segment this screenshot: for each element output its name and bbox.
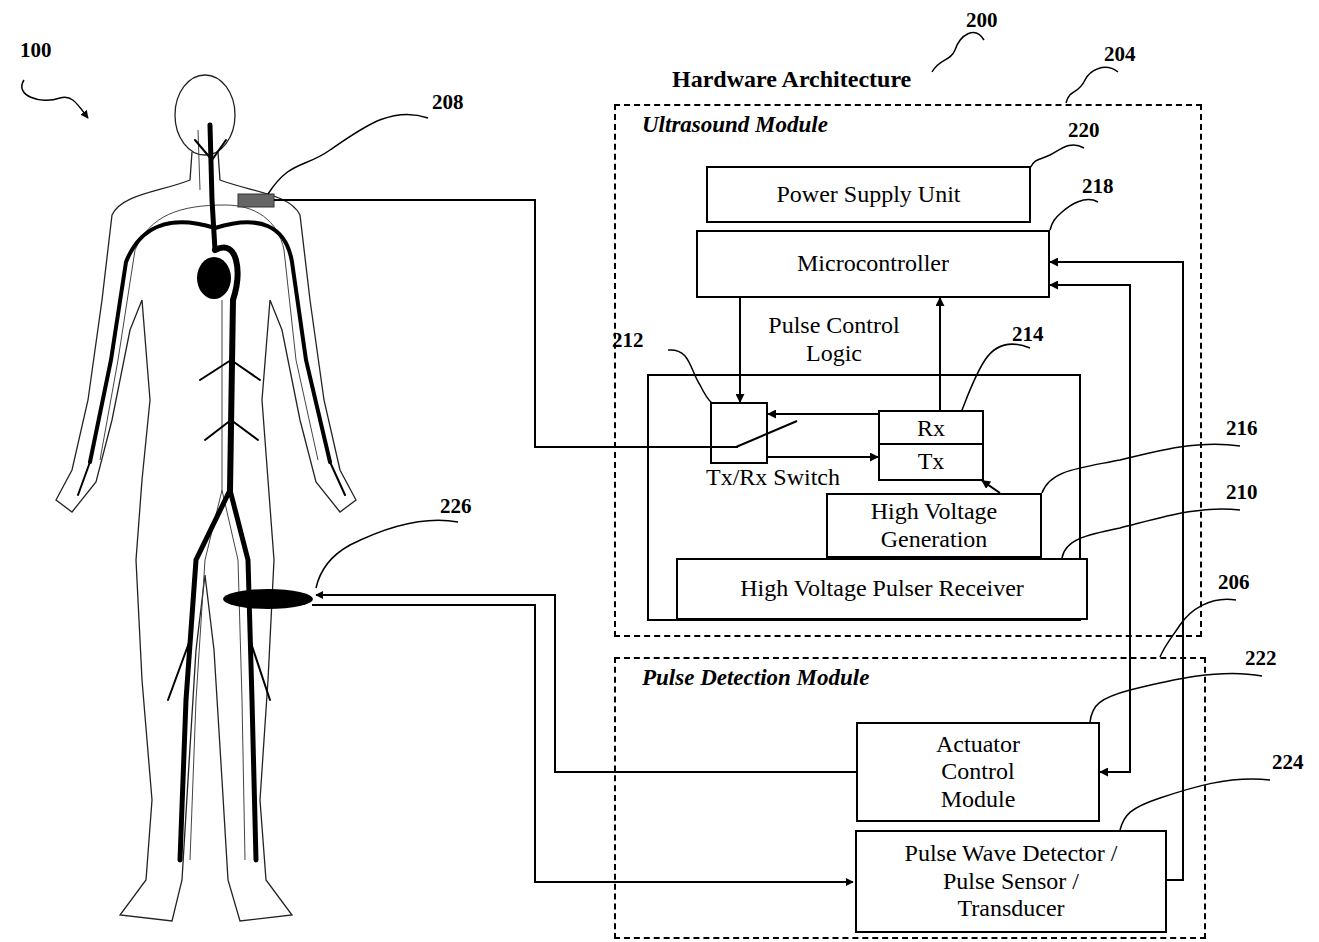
node-text: Actuator Control Module	[902, 731, 1054, 814]
leader-line	[1090, 673, 1262, 722]
node-text: High Voltage Generation	[848, 498, 1020, 553]
process-box: Pulse Wave Detector / Pulse Sensor / Tra…	[855, 830, 1167, 933]
leader-line	[1120, 779, 1270, 830]
leader-line	[1042, 444, 1240, 493]
leader-line	[668, 350, 712, 403]
callout-leaders	[22, 33, 1270, 830]
node-text: Tx/Rx Switch	[706, 464, 840, 491]
process-box: High Voltage Pulser Receiver	[676, 558, 1088, 620]
module-frame: Pulse Detection ModuleActuator Control M…	[614, 657, 1206, 939]
leader-line	[1050, 200, 1098, 230]
node-text: Ultrasound Module	[642, 112, 828, 138]
signal-wires	[274, 200, 856, 882]
connector-arrow	[939, 298, 941, 410]
leader-line	[962, 344, 1030, 410]
diagram-title: Hardware Architecture	[672, 66, 911, 93]
connector-arrow	[768, 456, 878, 458]
leader-line	[932, 33, 984, 72]
connector-arrow	[1050, 285, 1130, 772]
process-box: High Voltage Generation	[826, 493, 1042, 558]
edge-label: Pulse Control Logic	[752, 312, 916, 367]
callout-number: 218	[1082, 176, 1114, 197]
callout-number: 216	[1226, 418, 1258, 439]
artery-tree	[78, 125, 345, 860]
module-frame: Ultrasound ModulePower Supply UnitMicroc…	[614, 104, 1202, 637]
callout-number: 100	[20, 40, 52, 61]
switch-box: Tx/Rx Switch	[710, 402, 768, 464]
callout-number: 208	[432, 92, 464, 113]
arm-arteries	[90, 222, 330, 462]
connector-arrow	[768, 413, 878, 415]
callout-number: 212	[612, 330, 644, 351]
leg-arteries	[180, 490, 256, 860]
leader-line	[1160, 599, 1236, 657]
node-text: Microcontroller	[797, 250, 949, 278]
callout-number: 226	[440, 496, 472, 517]
callout-number: 204	[1104, 44, 1136, 65]
small-arteries	[78, 140, 345, 700]
leader-line	[268, 114, 428, 194]
leader-line	[316, 520, 458, 588]
callout-number: 210	[1226, 482, 1258, 503]
carotid-artery	[210, 125, 215, 250]
leader-line	[22, 80, 88, 118]
transducer-wire	[274, 200, 738, 447]
callout-number: 214	[1012, 324, 1044, 345]
leader-line	[1030, 145, 1084, 168]
process-box: Actuator Control Module	[856, 722, 1100, 822]
node-text: Pulse Wave Detector / Pulse Sensor / Tra…	[899, 840, 1123, 923]
callout-number: 200	[966, 10, 998, 31]
human-figure	[56, 75, 356, 921]
leg-cuff-actuator	[223, 589, 313, 609]
body-outline	[56, 152, 356, 921]
process-box: Power Supply Unit	[706, 166, 1031, 223]
heart	[197, 257, 231, 299]
leader-line	[1062, 509, 1240, 558]
callout-number: 222	[1245, 648, 1277, 669]
connector-arrow	[739, 298, 741, 402]
sensor-wire	[312, 605, 853, 882]
transmitter-box: Tx	[878, 443, 984, 481]
neck-transducer	[238, 194, 274, 207]
callout-number: 206	[1218, 572, 1250, 593]
callout-number: 220	[1068, 120, 1100, 141]
node-text: Pulse Detection Module	[642, 665, 869, 691]
callout-number: 224	[1272, 752, 1304, 773]
receiver-box: Rx	[878, 410, 984, 448]
node-text: High Voltage Pulser Receiver	[740, 575, 1024, 603]
node-text: Power Supply Unit	[776, 181, 960, 209]
leader-line	[1066, 67, 1118, 103]
node-text: Rx	[917, 415, 945, 443]
connector-arrow	[982, 481, 1000, 493]
process-box: Microcontroller	[696, 230, 1050, 298]
head-outline	[175, 75, 235, 155]
node-text: Tx	[918, 448, 945, 476]
